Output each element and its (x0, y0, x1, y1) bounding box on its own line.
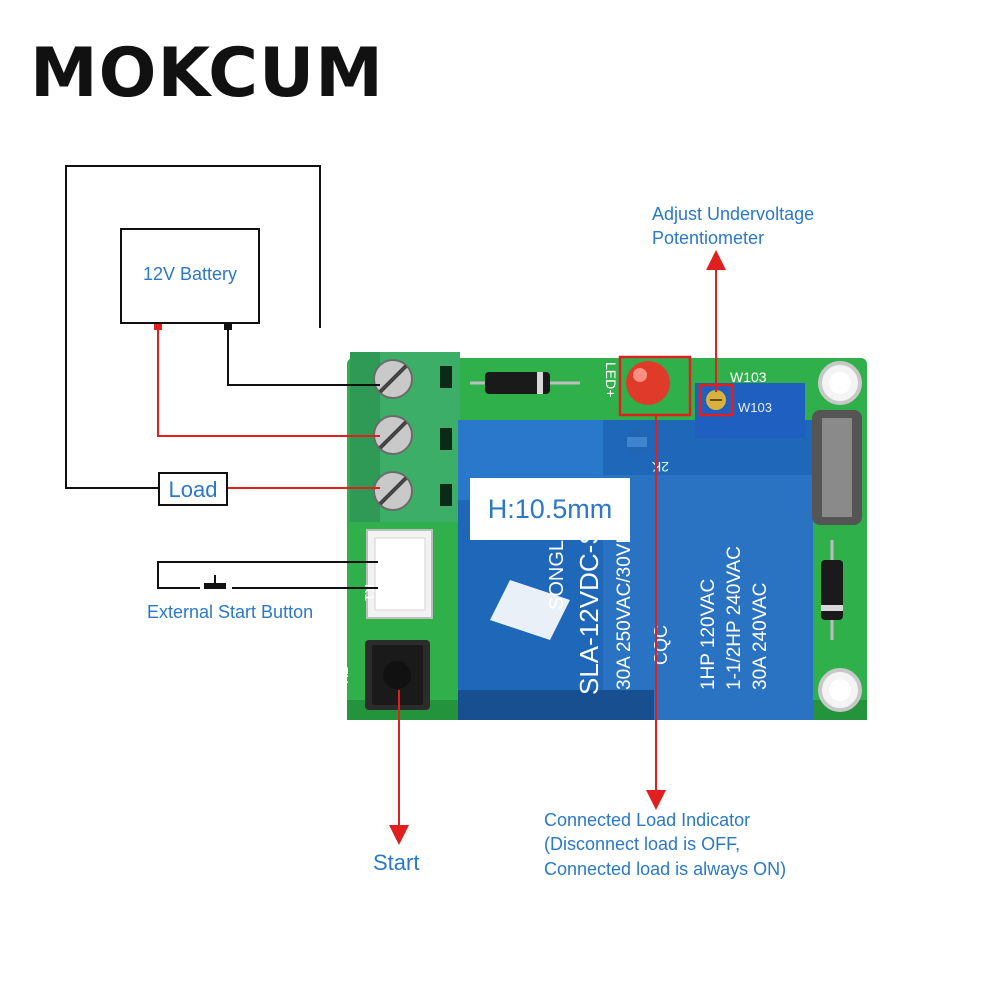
relay (458, 420, 813, 720)
potentiometer (695, 383, 805, 438)
k1-silk-text: K1 (362, 584, 378, 601)
undervoltage-label: Adjust Undervoltage Potentiometer (652, 202, 814, 251)
battery-negative-terminal (224, 322, 232, 330)
battery-positive-wire (157, 328, 380, 437)
load-label: Load (168, 477, 218, 502)
k2-push-button (365, 640, 430, 710)
mounting-hole-top (818, 361, 862, 405)
brand-logo: MOKCUM (30, 34, 384, 113)
external-start-button-icon (204, 575, 226, 589)
undervoltage-label-line2: Potentiometer (652, 228, 765, 249)
indicator-label-line2: (Disconnect load is OFF, (544, 834, 741, 855)
screw-terminal-1 (373, 359, 413, 399)
diode-top (470, 372, 580, 394)
k2-silk-text: K2 (335, 667, 351, 684)
diode-right (821, 540, 843, 640)
battery-label: 12V Battery (142, 264, 238, 284)
led-silk-text: LED+ (603, 362, 619, 397)
relay-rating-4-text: 30A 240VAC (750, 583, 771, 690)
external-start-label: External Start Button (147, 602, 314, 622)
start-label: Start (373, 850, 420, 875)
battery-box: 12V Battery (120, 228, 260, 324)
load-box: Load (158, 472, 228, 506)
outer-loop-wire (65, 165, 321, 489)
screw-terminal-3 (373, 471, 413, 511)
side-capacitor (812, 410, 862, 525)
resistor-silk-text: 2K (651, 459, 669, 475)
height-label: H:10.5mm (470, 478, 630, 540)
transistor (624, 429, 650, 455)
indicator-label-line1: Connected Load Indicator (544, 810, 751, 830)
relay-cert-text: CQC (651, 625, 671, 665)
relay-rating-3-text: 1-1/2HP 240VAC (724, 546, 745, 690)
pot-ref-text: W103 (738, 400, 772, 415)
external-button-wire (157, 561, 378, 589)
relay-brand-text: SONGLE (546, 527, 568, 610)
undervoltage-label-line1: Adjust Undervoltage (652, 204, 815, 224)
indicator-label-line3: Connected load is always ON) (544, 858, 787, 879)
mounting-hole-bottom (818, 668, 862, 712)
relay-rating-1-text: 30A 250VAC/30VDC (614, 516, 635, 690)
relay-rating-2-text: 1HP 120VAC (698, 579, 719, 690)
k1-connector (366, 529, 433, 619)
pot-silk-text: W103 (730, 369, 767, 385)
relay-logo-icon (490, 580, 570, 640)
indicator-label: Connected Load Indicator (Disconnect loa… (544, 808, 786, 881)
battery-positive-terminal (154, 322, 162, 330)
battery-negative-wire (227, 328, 380, 386)
